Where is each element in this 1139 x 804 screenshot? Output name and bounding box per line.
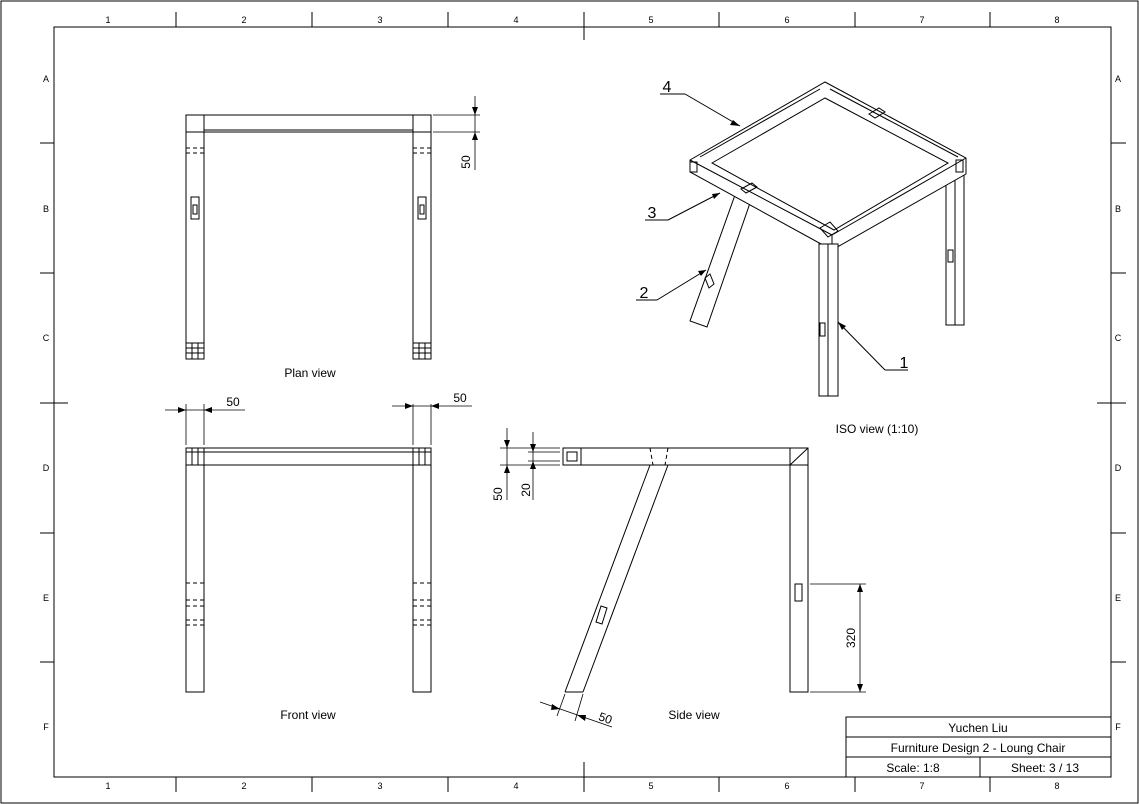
col-label: 3: [377, 781, 382, 791]
row-labels-left: A B C D E F: [43, 74, 50, 732]
side-50-dimension: 50: [491, 487, 505, 501]
col-label: 2: [241, 15, 246, 25]
sheet-number: Sheet: 3 / 13: [1011, 761, 1079, 775]
row-labels-right: A B C D E F: [1115, 74, 1122, 732]
plan-depth-dimension: 50: [459, 155, 473, 169]
row-label: D: [43, 463, 50, 473]
row-label: E: [1115, 593, 1121, 603]
col-label: 7: [919, 781, 924, 791]
front-right-dimension: 50: [453, 391, 467, 405]
column-labels-top: 1 2 3 4 5 6 7 8: [105, 15, 1059, 25]
col-label: 6: [784, 15, 789, 25]
iso-view: [636, 81, 967, 397]
col-label: 7: [919, 15, 924, 25]
front-view-label: Front view: [280, 708, 336, 722]
row-label: D: [1115, 463, 1122, 473]
side-view-label: Side view: [668, 708, 720, 722]
iso-view-label: ISO view (1:10): [836, 422, 919, 436]
row-label: F: [43, 722, 49, 732]
plan-view-label: Plan view: [284, 366, 336, 380]
balloon-1: 1: [900, 355, 909, 372]
col-label: 3: [377, 15, 382, 25]
col-label: 2: [241, 781, 246, 791]
row-label: C: [1115, 333, 1122, 343]
author-name: Yuchen Liu: [948, 721, 1007, 735]
drawing-title: Furniture Design 2 - Loung Chair: [891, 741, 1066, 755]
col-label: 4: [513, 781, 518, 791]
front-view: 50 50: [165, 391, 472, 693]
side-20-dimension: 20: [519, 483, 533, 497]
col-label: 8: [1054, 781, 1059, 791]
row-label: A: [43, 74, 49, 84]
scale-value: Scale: 1:8: [886, 761, 940, 775]
row-label: F: [1115, 722, 1121, 732]
row-label: B: [1115, 204, 1121, 214]
row-label: E: [43, 593, 49, 603]
front-left-dimension: 50: [226, 395, 240, 409]
balloon-3: 3: [648, 205, 657, 222]
column-labels-bottom: 1 2 3 4 5 6 7 8: [105, 781, 1059, 791]
balloon-2: 2: [640, 285, 649, 302]
col-label: 5: [648, 781, 653, 791]
title-block: [845, 716, 1112, 778]
col-label: 4: [513, 15, 518, 25]
col-label: 6: [784, 781, 789, 791]
col-label: 1: [105, 781, 110, 791]
balloon-4: 4: [663, 79, 672, 96]
col-label: 1: [105, 15, 110, 25]
col-label: 5: [648, 15, 653, 25]
row-label: C: [43, 333, 50, 343]
plan-view: 50: [185, 96, 480, 360]
side-leg-dimension: 50: [597, 709, 615, 727]
row-label: B: [43, 204, 49, 214]
col-label: 8: [1054, 15, 1059, 25]
side-view: 50 20 320 50: [491, 428, 866, 728]
side-320-dimension: 320: [844, 628, 858, 648]
row-label: A: [1115, 74, 1121, 84]
